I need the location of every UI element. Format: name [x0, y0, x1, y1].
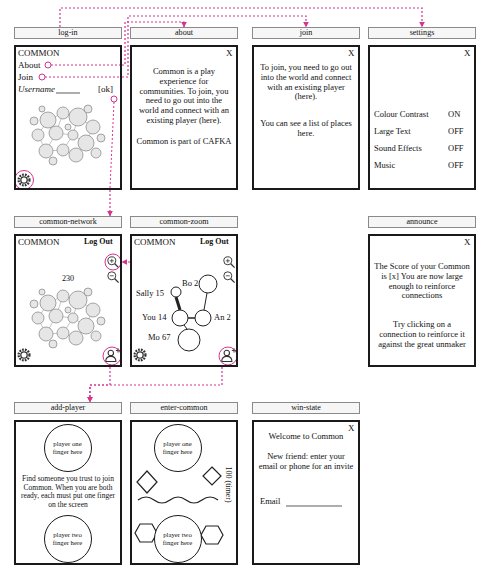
- screen-mockup: win-stateXWelcome to CommonNew friend: e…: [252, 402, 360, 565]
- screen-heading: about: [130, 27, 238, 39]
- screen-text: Log Out: [84, 237, 113, 246]
- zoom-out-icon: [224, 272, 235, 283]
- screen-text: Welcome to Common: [252, 432, 360, 442]
- screen-text: About: [18, 60, 41, 70]
- link-markers: [15, 62, 121, 190]
- screen-text: Username: [18, 84, 55, 94]
- screen-text: COMMON: [18, 237, 60, 247]
- flow-arrow: [60, 8, 422, 27]
- screen-text: Common is part of CAFKA: [136, 137, 232, 147]
- screen-text: X: [464, 237, 471, 247]
- screen-text: COMMON: [18, 48, 60, 58]
- screen-text: The Score of your Common is [x] You are …: [374, 262, 470, 301]
- input-line: [56, 93, 80, 94]
- flow-arrow: [122, 261, 130, 262]
- screen-text: ON: [448, 110, 460, 120]
- screen-text: 230: [14, 274, 122, 283]
- screen-mockup: enter-common 100 (timer) player one finger…: [130, 402, 238, 565]
- screen-text: You can see a list of places here.: [258, 119, 354, 139]
- screen-text: OFF: [448, 127, 464, 137]
- gear-icon: [19, 350, 30, 361]
- screen-text: Sally 15: [136, 289, 164, 299]
- screen-text: Mo 67: [148, 333, 170, 343]
- link-markers: [103, 254, 121, 365]
- screen-text: You 14: [142, 313, 166, 323]
- screen-heading: log-in: [14, 27, 122, 39]
- screen-text: New friend: enter your email or phone fo…: [258, 452, 354, 472]
- player-graph: [171, 275, 217, 351]
- finger-circle: player one finger here: [44, 424, 92, 472]
- screen-text: Common is a play experience for communit…: [136, 67, 232, 126]
- screen-heading: win-state: [252, 402, 360, 414]
- screen-text: OFF: [448, 161, 464, 171]
- screen-text: Email: [260, 497, 280, 507]
- screen-heading: common-zoom: [130, 216, 238, 228]
- screen-text: X: [348, 48, 355, 58]
- screen-frame: [130, 234, 238, 367]
- screen-text: [ok]: [98, 84, 113, 94]
- screen-mockup: log-inCOMMON AboutJoinUsername [ok]: [14, 27, 122, 190]
- screen-text: Join: [18, 72, 33, 82]
- zoom-in-icon: [108, 257, 119, 268]
- screen-mockup: add-playerFind someone you trust to join…: [14, 402, 122, 565]
- flow-arrow: [90, 367, 222, 402]
- screen-heading: common-network: [14, 216, 122, 228]
- screen-heading: announce: [368, 216, 476, 228]
- screen-text: Bo 2: [182, 279, 198, 289]
- screen-heading: join: [252, 27, 360, 39]
- zoom-in-icon: [224, 257, 235, 268]
- screen-text: Music: [374, 161, 395, 171]
- screen-text: An 2: [214, 313, 231, 323]
- screen-mockup: common-networkCOMMON Log Out 230: [14, 216, 122, 367]
- circle-label: player two finger here: [155, 516, 200, 561]
- screen-text: Try clicking on a connection to reinforc…: [374, 320, 470, 349]
- screen-text: To join, you need to go out into the wor…: [258, 63, 354, 102]
- zoom-out-icon: [108, 272, 119, 283]
- screen-heading: add-player: [14, 402, 122, 414]
- screen-text: X: [348, 423, 355, 433]
- circle-label: player one finger here: [155, 425, 200, 470]
- input-line: [286, 506, 342, 507]
- screen-mockup: joinX To join, you need to go out into th…: [252, 27, 360, 190]
- finger-circle: player one finger here: [154, 424, 202, 472]
- circle-label: player two finger here: [45, 516, 90, 561]
- gear-icon: [19, 175, 30, 186]
- screen-mockup: aboutX Common is a play experience for co…: [130, 27, 238, 190]
- screen-text: 100 (timer): [223, 455, 232, 515]
- screen-mockup: settingsXColour ContrastONLarge TextOFFS…: [368, 27, 476, 190]
- link-markers: [219, 347, 237, 365]
- screen-frame: [14, 234, 122, 367]
- network-blob: [30, 288, 105, 348]
- finger-circle: player two finger here: [154, 515, 202, 563]
- add-player-icon: [222, 348, 236, 361]
- screen-mockup: common-zoomCOMMON Log Out Bo 2 Sally 15 You …: [130, 216, 238, 367]
- screen-text: Large Text: [374, 127, 411, 137]
- screen-text: OFF: [448, 144, 464, 154]
- network-blob: [30, 105, 105, 165]
- screen-text: Find someone you trust to join Common. W…: [18, 475, 118, 509]
- gear-icon: [135, 350, 146, 361]
- screen-text: X: [464, 48, 471, 58]
- screen-frame: [252, 420, 360, 565]
- screen-heading: settings: [368, 27, 476, 39]
- finger-circle: player two finger here: [44, 515, 92, 563]
- screen-text: Colour Contrast: [374, 110, 429, 120]
- screen-mockup: announceX The Score of your Common is [x]…: [368, 216, 476, 367]
- screen-text: COMMON: [134, 237, 176, 247]
- flow-arrow: [109, 190, 110, 216]
- screen-heading: enter-common: [130, 402, 238, 414]
- screen-text: X: [226, 48, 233, 58]
- screen-text: Sound Effects: [374, 144, 422, 154]
- screen-text: Log Out: [200, 237, 229, 246]
- add-player-icon: [106, 348, 120, 361]
- circle-label: player one finger here: [45, 425, 90, 470]
